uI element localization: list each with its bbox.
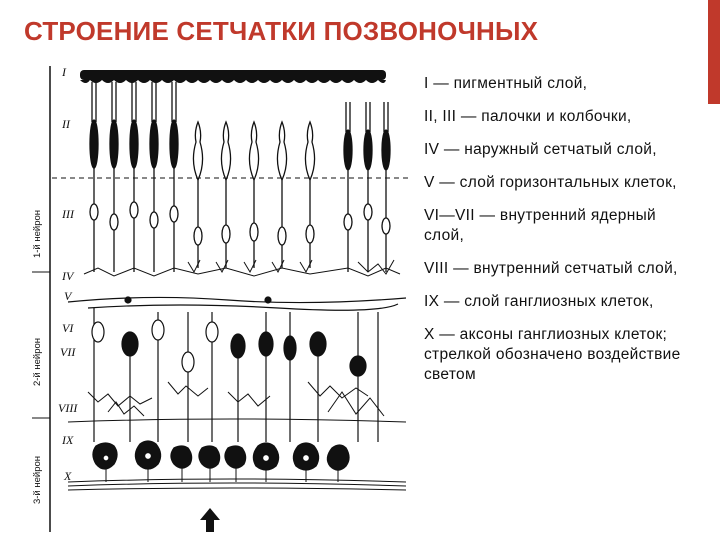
slide-title: СТРОЕНИЕ СЕТЧАТКИ ПОЗВОНОЧНЫХ: [24, 16, 539, 46]
layer-label-V: V: [64, 289, 73, 303]
legend-item-2: II, III — палочки и колбочки,: [424, 108, 632, 125]
retina-diagram-svg: 1-й нейрон 2-й нейрон 3-й нейрон I II II…: [32, 65, 408, 532]
legend-item-3: IV — наружный сетчатый слой,: [424, 141, 657, 158]
legend-item-7: IX — слой ганглиозных клеток,: [424, 293, 654, 310]
layer-label-VIII: VIII: [58, 401, 78, 415]
legend-item-5: VI—VII — внутренний ядерный слой,: [424, 207, 656, 244]
rod-group-left: [89, 82, 179, 272]
neuron-label-2: 2-й нейрон: [32, 338, 43, 386]
rod-group-right: [343, 102, 391, 272]
layer-label-IV: IV: [61, 269, 75, 283]
photoreceptors: [89, 82, 391, 272]
axon-layer: [67, 468, 407, 491]
neuron-label-3: 3-й нейрон: [32, 456, 43, 504]
legend-item-1: I — пигментный слой,: [424, 75, 588, 92]
bipolar-cells: [91, 308, 379, 442]
legend: I — пигментный слой, II, III — палочки и…: [424, 74, 700, 385]
accent-bar: [708, 0, 720, 104]
legend-item-4: V — слой горизонтальных клеток,: [424, 174, 677, 191]
cone-group: [192, 120, 316, 268]
layer-label-VI: VI: [62, 321, 74, 335]
ganglion-cells: [92, 440, 350, 471]
pigment-layer: [80, 70, 386, 83]
legend-item-6: VIII — внутренний сетчатый слой,: [424, 260, 678, 277]
up-arrow-icon: [200, 508, 220, 532]
layer-label-III: III: [61, 207, 75, 221]
layer-label-II: II: [61, 117, 71, 131]
layer-label-IX: IX: [61, 433, 74, 447]
neuron-label-1: 1-й нейрон: [32, 210, 43, 258]
legend-item-8: X — аксоны ганглиозных клеток; стрелкой …: [424, 326, 681, 383]
layer-label-I: I: [61, 65, 67, 79]
layer-label-VII: VII: [60, 345, 76, 359]
retina-diagram: 1-й нейрон 2-й нейрон 3-й нейрон I II II…: [28, 62, 414, 540]
horizontal-cells: [67, 296, 407, 311]
outer-plexiform-layer: [83, 259, 401, 277]
inner-plexiform-layer: [67, 381, 407, 423]
layer-label-X: X: [63, 469, 72, 483]
